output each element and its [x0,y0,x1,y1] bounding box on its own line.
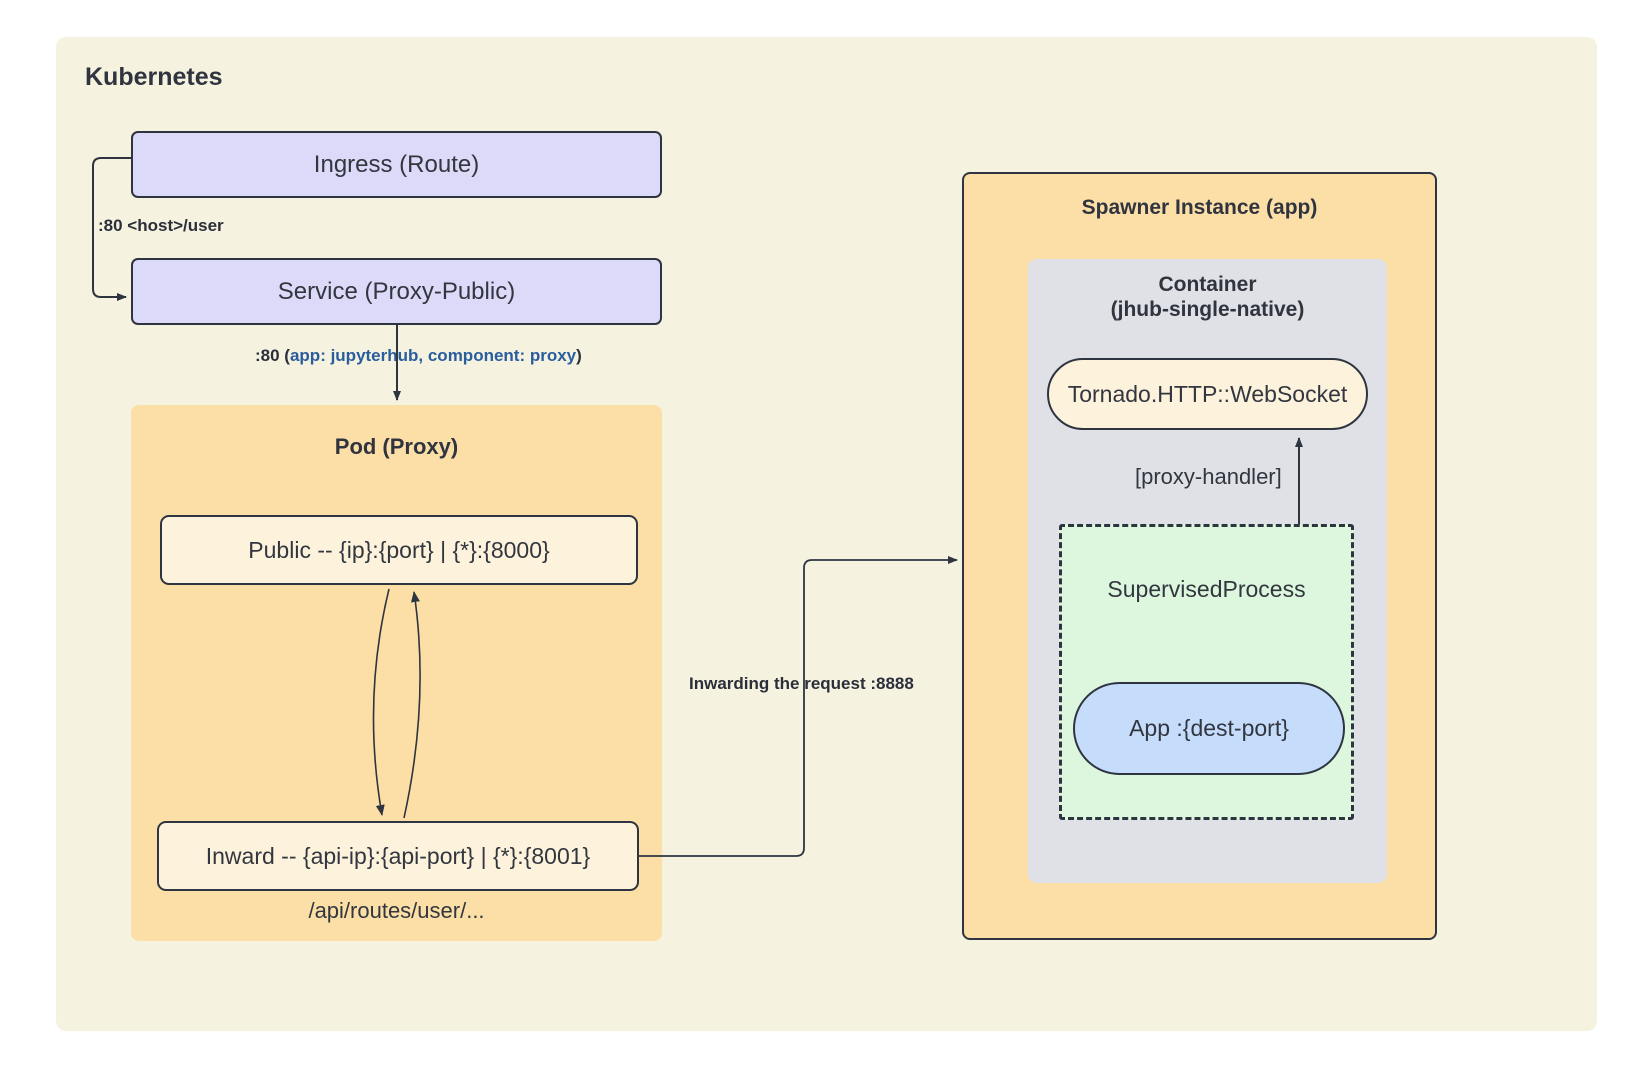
edge-label-service-port: :80 ( [255,346,290,365]
group-spawner-instance-title: Spawner Instance (app) [1081,196,1318,219]
node-app-dest-port[interactable]: App :{dest-port} [1073,682,1345,775]
node-service-proxy-public-label: Service (Proxy-Public) [277,277,516,305]
edge-label-ingress-to-service: :80 <host>/user [98,216,224,235]
node-tornado-websocket-label: Tornado.HTTP::WebSocket [1067,380,1348,407]
kubernetes-cluster-title: Kubernetes [85,63,223,91]
group-supervised-process [1059,524,1354,820]
node-public-endpoint-label: Public -- {ip}:{port} | {*}:{8000} [248,536,550,563]
node-ingress-route[interactable]: Ingress (Route) [131,131,662,198]
group-container-title-line1: Container [1158,273,1257,296]
label-api-routes-user: /api/routes/user/... [308,898,485,923]
node-inward-endpoint[interactable]: Inward -- {api-ip}:{api-port} | {*}:{800… [157,821,639,891]
node-app-dest-port-label: App :{dest-port} [1129,715,1289,742]
node-supervised-process-label: SupervisedProcess [1107,576,1306,602]
group-pod-proxy-title: Pod (Proxy) [334,434,459,459]
node-tornado-websocket[interactable]: Tornado.HTTP::WebSocket [1047,358,1368,430]
edge-label-inwarding-request: Inwarding the request :8888 [689,674,914,693]
edge-label-service-selector: app: jupyterhub, component: proxy [289,346,577,365]
node-service-proxy-public[interactable]: Service (Proxy-Public) [131,258,662,325]
edge-label-service-to-pod: :80 (app: jupyterhub, component: proxy) [255,346,582,366]
edge-label-proxy-handler: [proxy-handler] [1135,464,1282,489]
group-container-title: Container (jhub-single-native) [1028,272,1387,322]
group-container-title-line2: (jhub-single-native) [1110,298,1305,322]
node-inward-endpoint-label: Inward -- {api-ip}:{api-port} | {*}:{800… [205,842,591,869]
node-ingress-route-label: Ingress (Route) [313,150,480,178]
node-public-endpoint[interactable]: Public -- {ip}:{port} | {*}:{8000} [160,515,638,585]
edge-label-service-paren-close: ) [576,346,582,365]
